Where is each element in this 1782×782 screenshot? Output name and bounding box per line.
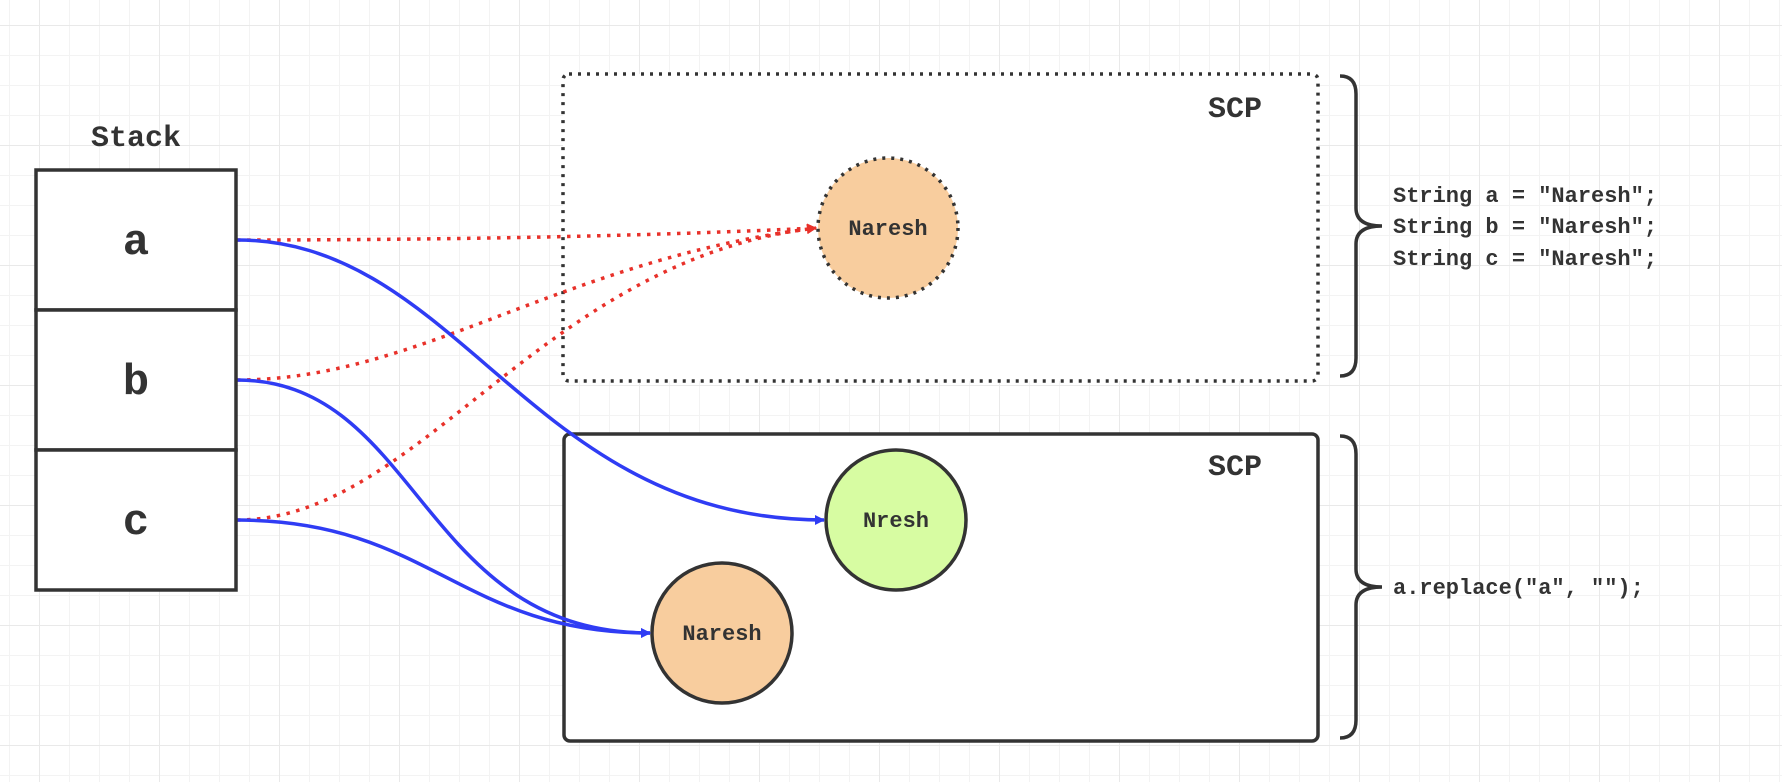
edge-c-to-naresh-top[interactable] xyxy=(236,224,817,522)
node-nresh[interactable]: Nresh xyxy=(824,448,968,592)
code-line: a.replace("a", ""); xyxy=(1393,576,1644,601)
node-naresh-bottom-label: Naresh xyxy=(682,622,761,647)
stack: Stack a b c xyxy=(34,122,238,592)
stack-cell-a[interactable]: a xyxy=(34,168,238,312)
node-naresh-top-label: Naresh xyxy=(848,217,927,242)
code-line: String a = "Naresh"; xyxy=(1393,184,1657,209)
edge-b-to-naresh-bottom[interactable] xyxy=(236,378,651,638)
edge-a-to-nresh[interactable] xyxy=(236,238,825,525)
stack-cell-b[interactable]: b xyxy=(34,308,238,452)
code-line: String b = "Naresh"; xyxy=(1393,215,1657,240)
node-naresh-top[interactable]: Naresh xyxy=(816,156,960,300)
node-nresh-label: Nresh xyxy=(863,509,929,534)
stack-cell-c[interactable]: c xyxy=(34,448,238,592)
code-annotation-bottom: a.replace("a", ""); xyxy=(1393,576,1644,601)
pool-top-label: SCP xyxy=(1208,93,1262,127)
code-annotation-top: String a = "Naresh"; String b = "Naresh"… xyxy=(1393,184,1657,272)
brace-top xyxy=(1339,74,1383,378)
stack-cell-c-label: c xyxy=(123,498,149,548)
edge-b-to-naresh-top[interactable] xyxy=(236,224,817,382)
stack-cell-a-label: a xyxy=(123,218,149,268)
node-naresh-bottom[interactable]: Naresh xyxy=(650,561,794,705)
pool-bottom-label: SCP xyxy=(1208,451,1262,485)
edge-c-to-naresh-bottom[interactable] xyxy=(236,518,651,638)
stack-title: Stack xyxy=(91,122,181,156)
stack-cell-b-label: b xyxy=(123,358,149,408)
brace-bottom xyxy=(1339,434,1383,740)
code-line: String c = "Naresh"; xyxy=(1393,247,1657,272)
